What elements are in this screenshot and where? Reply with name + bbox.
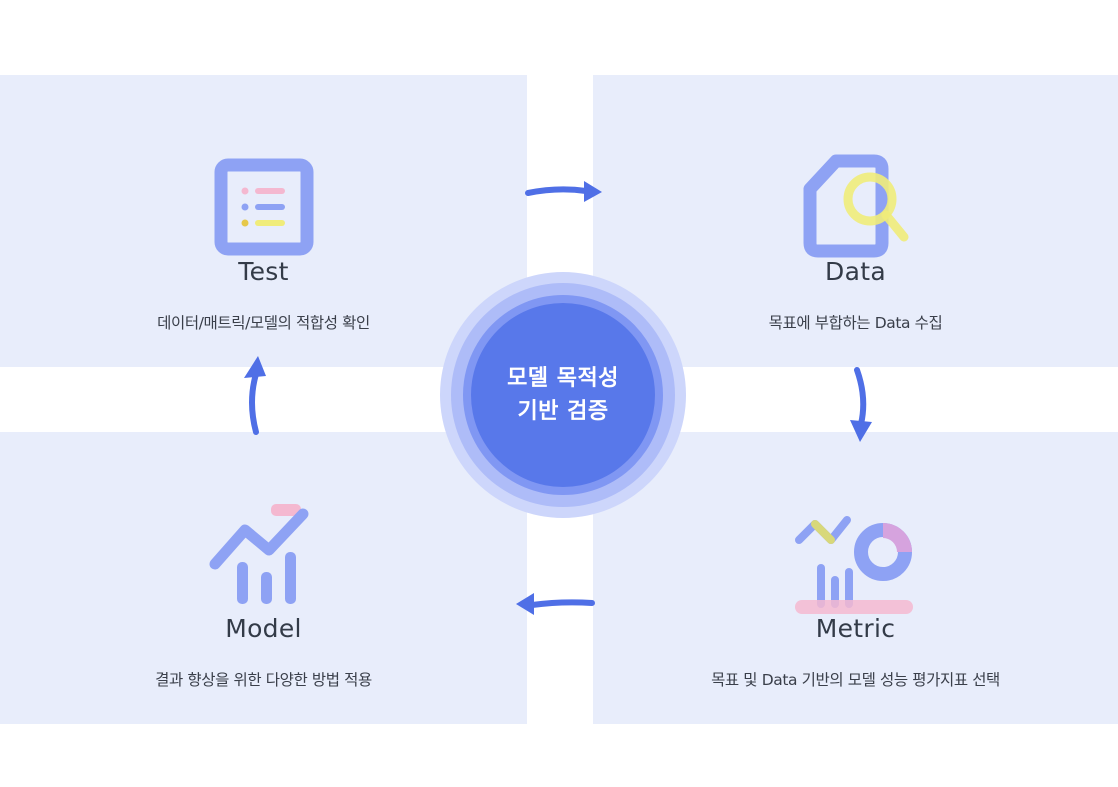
document-search-icon: [803, 154, 909, 258]
arrow-model-to-test: [244, 356, 266, 435]
model-description: 결과 향상을 위한 다양한 방법 적용: [155, 671, 372, 689]
data-panel: Data 목표에 부합하는 Data 수집: [593, 75, 1118, 367]
metric-title: Metric: [815, 614, 896, 643]
checklist-icon: [214, 158, 314, 256]
test-panel: Test 데이터/매트릭/모델의 적합성 확인: [0, 75, 527, 367]
center-label: 모델 목적성 기반 검증: [471, 303, 655, 487]
arrow-test-to-data: [525, 181, 602, 202]
analytics-chart-icon: [795, 516, 913, 614]
metric-panel: Metric 목표 및 Data 기반의 모델 성능 평가지표 선택: [593, 432, 1118, 724]
arrow-metric-to-model: [516, 593, 595, 615]
metric-description: 목표 및 Data 기반의 모델 성능 평가지표 선택: [711, 671, 1000, 689]
test-description: 데이터/매트릭/모델의 적합성 확인: [157, 314, 370, 332]
test-title: Test: [238, 257, 289, 286]
center-line-1: 모델 목적성: [507, 366, 619, 391]
center-line-2: 기반 검증: [517, 399, 609, 424]
arrow-data-to-metric: [850, 367, 872, 442]
model-panel: Model 결과 향상을 위한 다양한 방법 적용: [0, 432, 527, 724]
model-title: Model: [225, 614, 302, 643]
center-circle: 모델 목적성 기반 검증: [440, 272, 686, 518]
growth-chart-icon: [209, 504, 309, 604]
data-description: 목표에 부합하는 Data 수집: [768, 314, 943, 332]
data-title: Data: [825, 257, 886, 286]
